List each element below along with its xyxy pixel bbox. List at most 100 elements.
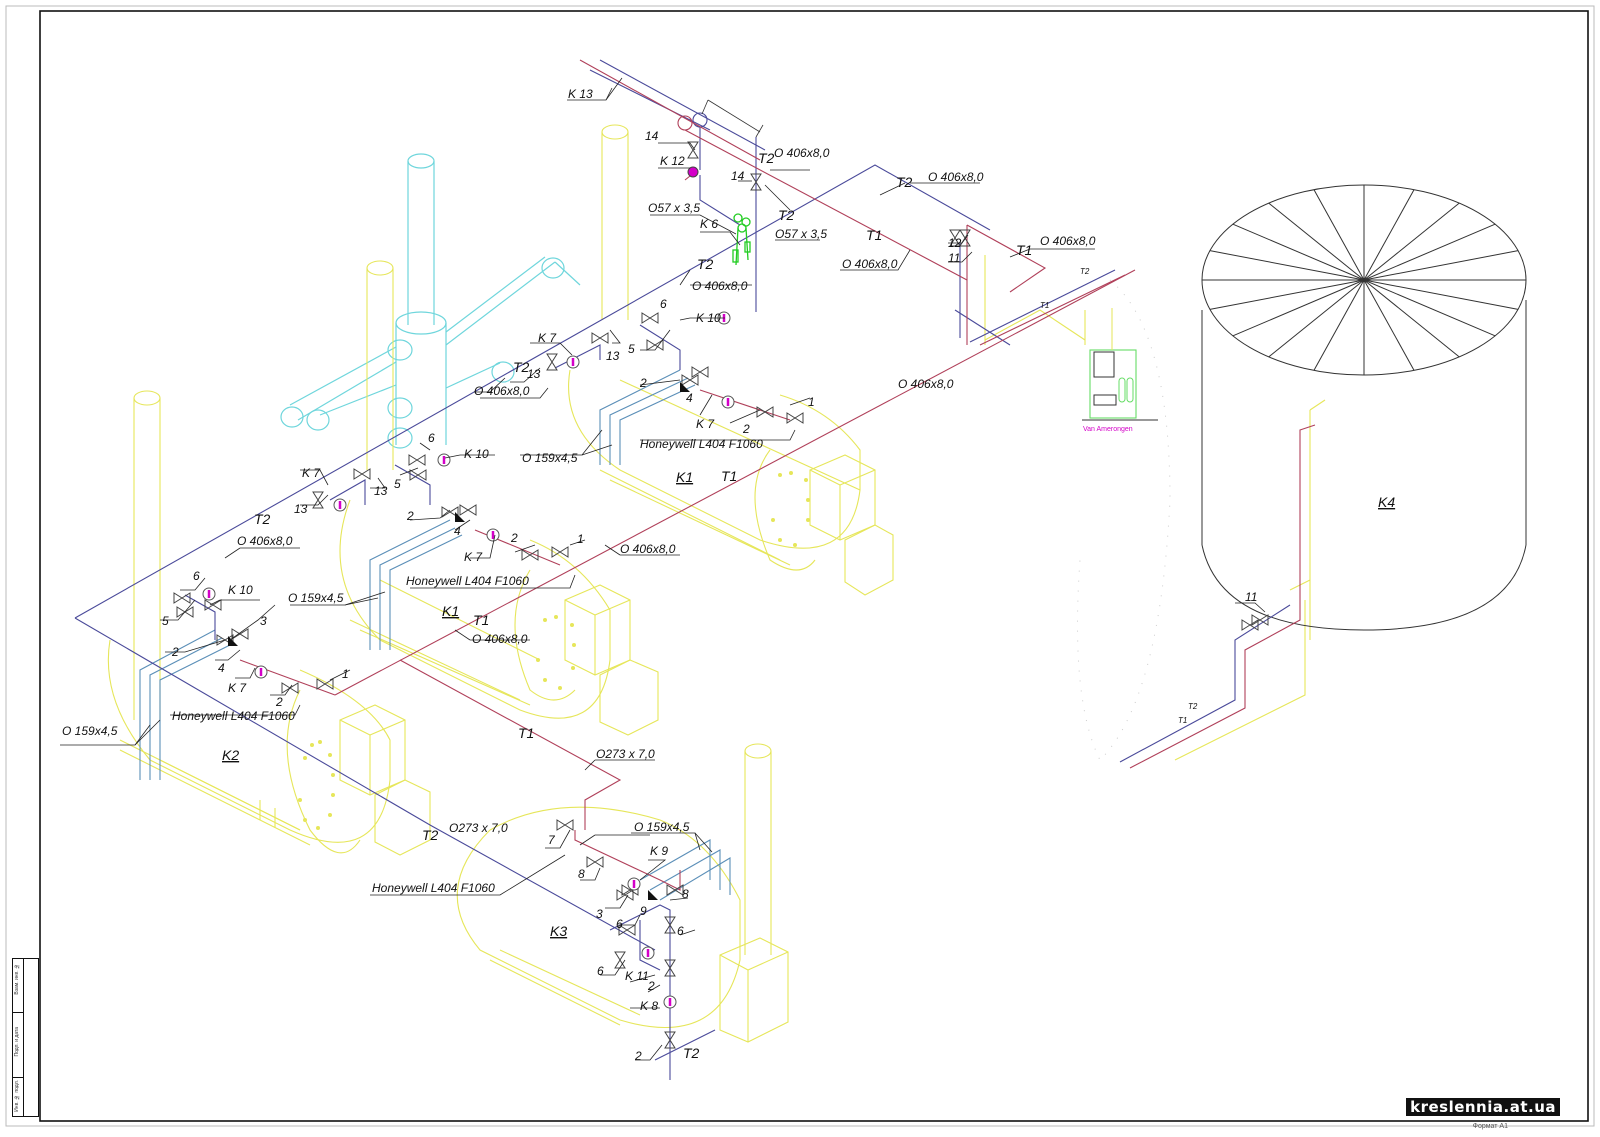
label-item-13: 12	[948, 236, 962, 250]
label-item-3-b: 3	[596, 907, 603, 921]
label-t1-small-b: T1	[1178, 716, 1187, 725]
label-item-5-a: 5	[628, 342, 635, 356]
label-item-11-a: 11	[948, 251, 960, 265]
stamp-text-3: Инв. № подл.	[14, 1080, 20, 1112]
leader-lines	[60, 77, 1266, 1061]
valve-icon	[409, 469, 427, 481]
tank-roof-ray	[1363, 223, 1496, 281]
tank-roof-ray	[1363, 279, 1519, 310]
label-k7-c: K 7	[302, 466, 321, 480]
label-d406-a: O 406x8,0	[774, 146, 830, 160]
valve-icon	[616, 889, 634, 901]
label-t2-small-a: T2	[1080, 267, 1090, 276]
label-k3: K3	[550, 923, 567, 939]
label-d406-c: O 406x8,0	[842, 257, 898, 271]
valve-icon	[750, 173, 762, 191]
label-item-4-b: 4	[454, 524, 461, 538]
valve-icon	[591, 332, 609, 344]
label-item-2-b: 2	[742, 422, 750, 436]
valve-icon	[459, 504, 477, 516]
label-item-5-b: 5	[394, 477, 401, 491]
label-t1-d: T1	[473, 612, 489, 628]
tank-roof-rays	[1202, 185, 1526, 375]
label-t2-c: T2	[896, 174, 913, 190]
valve-icon	[786, 412, 804, 424]
valve-icon	[666, 884, 684, 896]
label-k9: K 9	[650, 844, 668, 858]
label-d159-b: O 159x4,5	[288, 591, 344, 605]
tank-roof-ray	[1268, 279, 1365, 358]
label-item-2-f: 2	[275, 695, 283, 709]
label-k6: K 6	[700, 217, 718, 231]
label-t1-b: T1	[1016, 242, 1032, 258]
tank-roof-ray	[1363, 279, 1496, 337]
sheet-format: Формат А1	[1472, 1123, 1508, 1130]
valve-icon	[646, 339, 664, 351]
tank-roof-ray	[1232, 279, 1365, 337]
outer-border	[5, 5, 1595, 1127]
label-t2-g: T2	[422, 827, 439, 843]
label-item-7: 7	[548, 833, 556, 847]
label-item-4-a: 4	[686, 391, 693, 405]
tank-roof-ray	[1363, 250, 1519, 281]
label-d159-c: O 159x4,5	[62, 724, 118, 738]
treatment-unit-label: Van Amerongen	[1083, 426, 1133, 433]
label-item-12-b: 13	[606, 349, 620, 363]
tank-roof-ray	[1363, 279, 1460, 358]
storage-tank-k4	[1201, 184, 1527, 631]
label-item-8-b: 8	[682, 887, 689, 901]
valve-icon	[312, 491, 324, 509]
supply-pipe-t1	[239, 59, 1316, 891]
dimension-line	[701, 99, 764, 138]
label-d273-b: O273 x 7,0	[449, 821, 508, 835]
valve-icon	[546, 353, 558, 371]
label-d406-h: O 406x8,0	[237, 534, 293, 548]
stamp-cell-3: Инв. № подл.	[12, 1077, 24, 1117]
label-d57-a: O57 x 3,5	[648, 201, 700, 215]
label-t2-d: T2	[697, 256, 714, 272]
valve-icon	[641, 312, 659, 324]
pump-k12-symbol	[687, 166, 699, 178]
label-item-8-a: 8	[578, 867, 585, 881]
valve-icon	[586, 856, 604, 868]
valve-icon	[664, 959, 676, 977]
valve-icon	[441, 506, 459, 518]
cyan-chimney-manifold	[280, 153, 581, 449]
label-d159-a: O 159x4,5	[522, 451, 578, 465]
tank-roof-ray	[1363, 189, 1415, 281]
label-k13: K 13	[568, 87, 593, 101]
stamp-text-1: Взам. инв. №	[14, 963, 20, 995]
valve-icon	[204, 599, 222, 611]
pumps	[202, 311, 735, 1009]
label-t1-a: T1	[866, 227, 882, 243]
valve-icon	[681, 374, 699, 386]
tank-roof-ray	[1268, 202, 1365, 281]
label-item-6-c: 6	[193, 569, 200, 583]
label-t2-f: T2	[254, 511, 271, 527]
label-item-12-a: 13	[527, 367, 541, 381]
label-d57-b: O57 x 3,5	[775, 227, 827, 241]
valve-icon	[959, 229, 971, 247]
label-t1-e: T1	[518, 725, 534, 741]
tank-roof-ray	[1313, 279, 1365, 371]
label-t2-small-b: T2	[1188, 702, 1198, 711]
valve-icon	[949, 229, 961, 247]
label-item-14-b: 14	[731, 169, 745, 183]
label-t2-h: T2	[683, 1045, 700, 1061]
valve-icon	[353, 468, 371, 480]
valve-icon	[687, 141, 699, 159]
valve-icon	[316, 678, 334, 690]
title-block-stamp: Взам. инв. № Подп. и дата Инв. № подл.	[12, 958, 40, 1118]
label-item-1-b: 1	[577, 532, 584, 546]
label-item-2-c: 2	[406, 509, 414, 523]
tank-roof-ray	[1209, 250, 1365, 281]
label-k10-b: K 10	[464, 447, 489, 461]
label-item-2-a: 2	[639, 376, 647, 390]
valve-icon	[756, 406, 774, 418]
label-item-12-c: 13	[374, 484, 388, 498]
label-t2-e: T2	[513, 359, 530, 375]
label-d406-j: O 406x8,0	[472, 632, 528, 646]
boilers-outline	[107, 124, 1326, 1043]
valves	[173, 141, 1269, 1049]
